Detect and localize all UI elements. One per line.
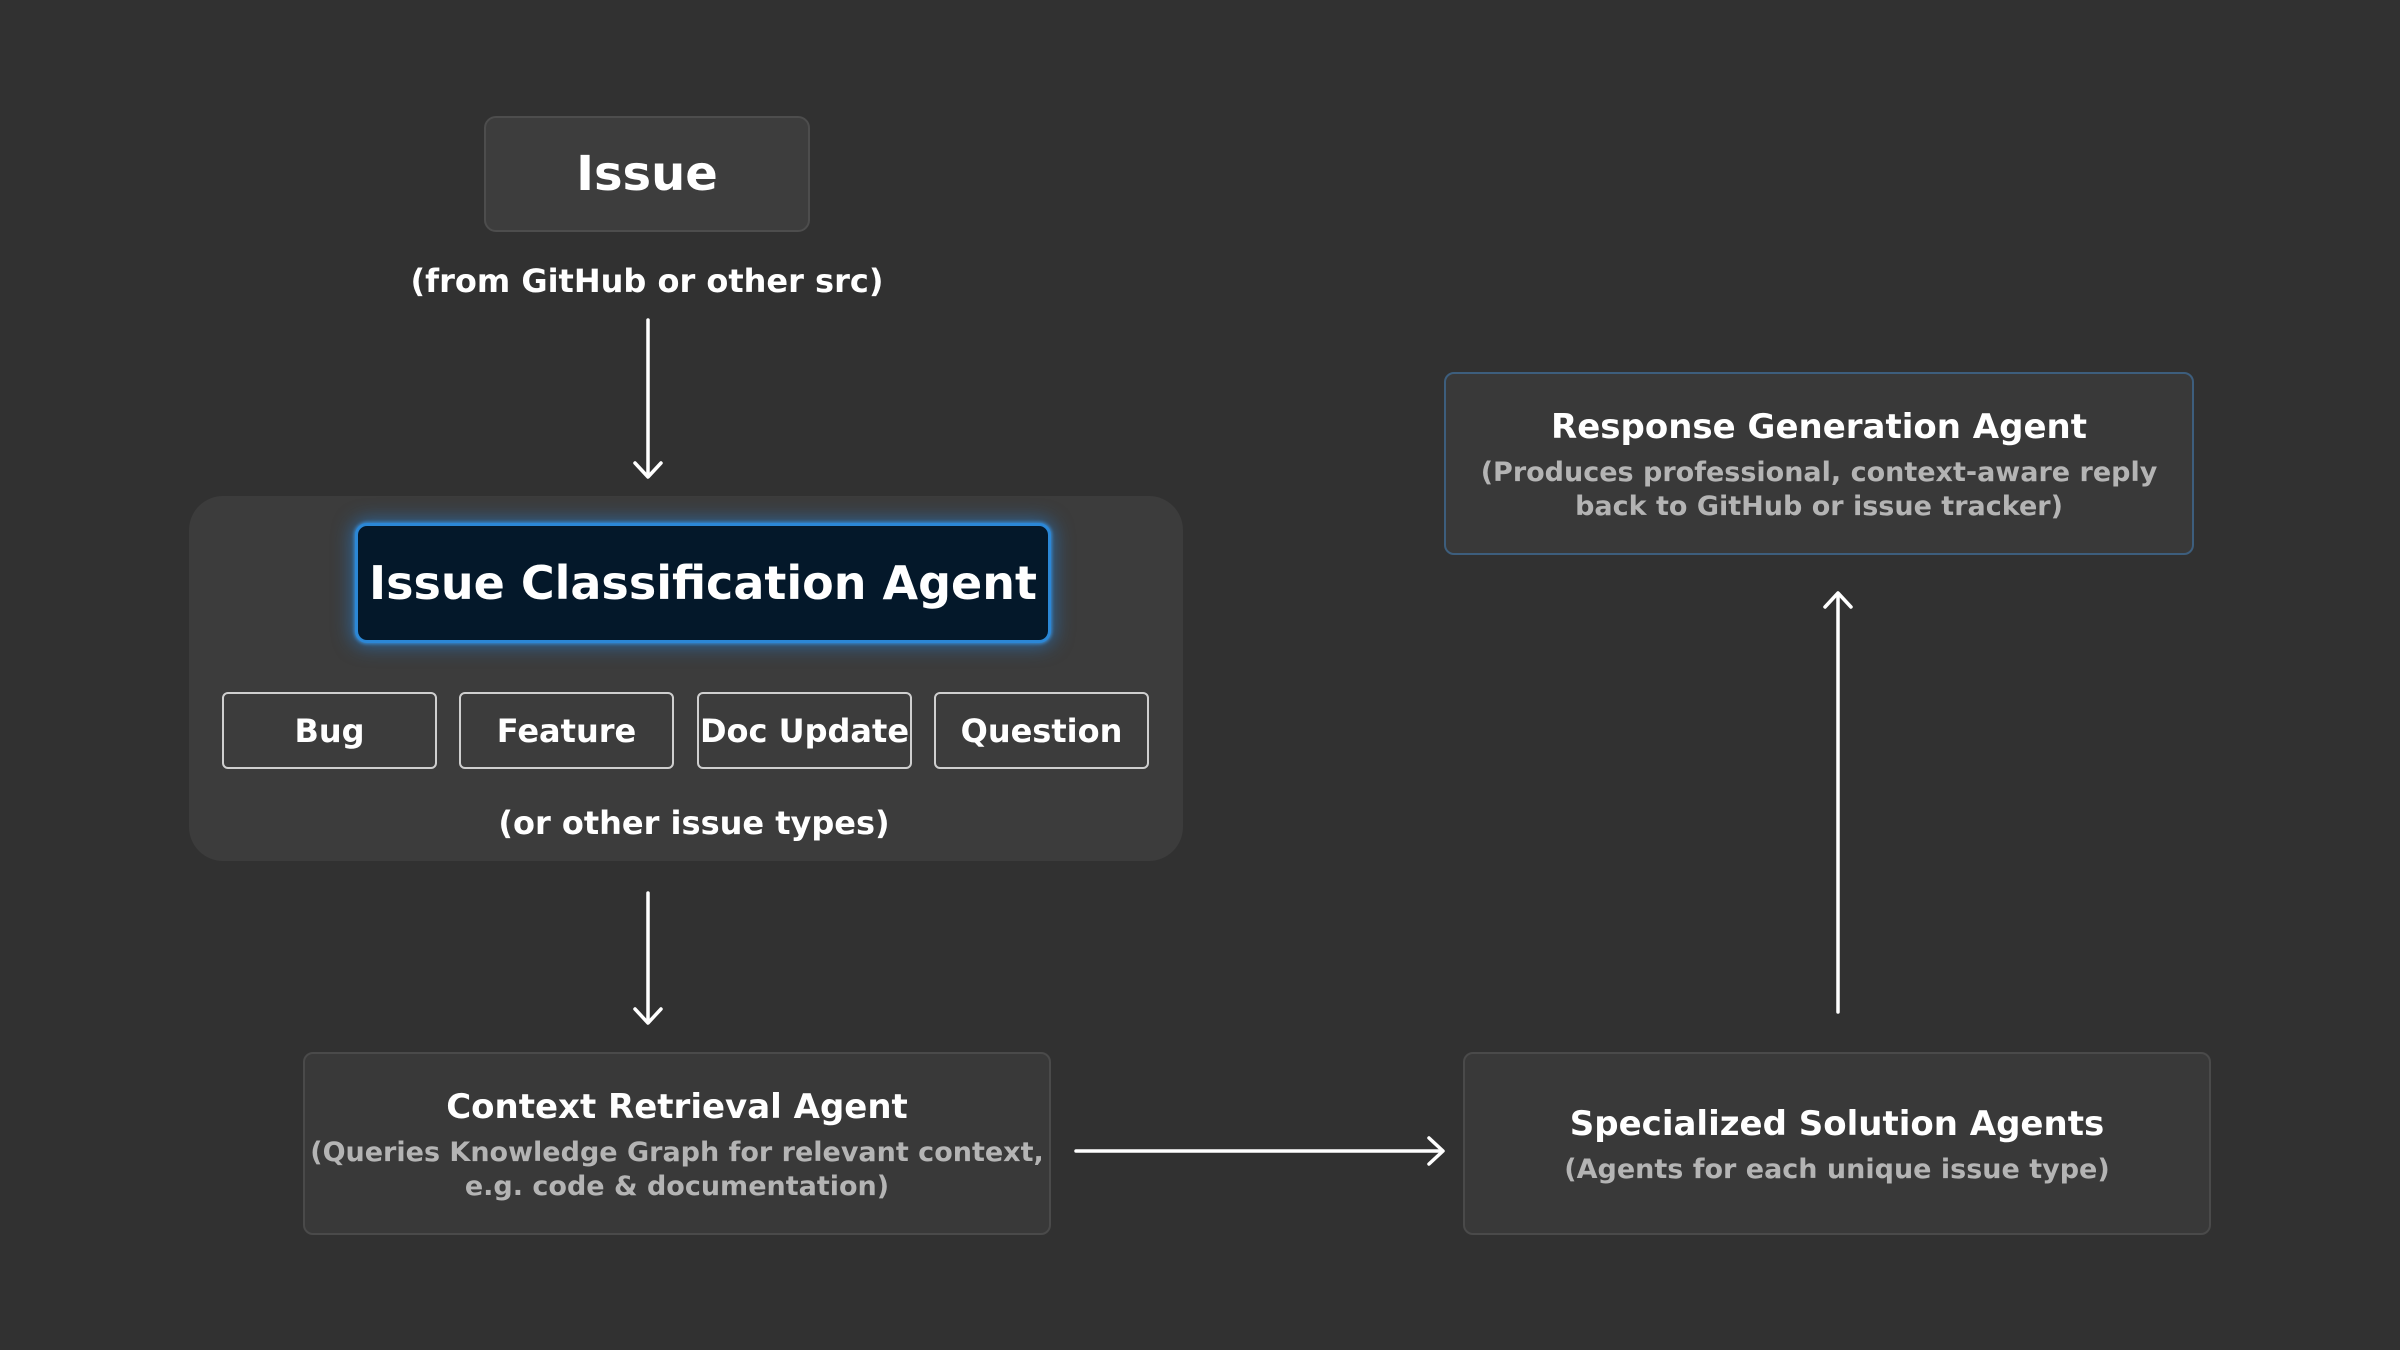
solution-agents-description: (Agents for each unique issue type) (1564, 1153, 2110, 1185)
arrow-issue-to-classification (633, 318, 663, 479)
context-agent-description: (Queries Knowledge Graph for relevant co… (310, 1136, 1044, 1202)
specialized-solution-agents-node: Specialized Solution Agents (Agents for … (1463, 1052, 2211, 1235)
issue-type-label: Question (960, 711, 1123, 750)
arrow-solutions-to-response (1823, 591, 1853, 1014)
arrow-context-to-solutions (1074, 1136, 1445, 1166)
issue-type-doc-update: Doc Update (697, 692, 912, 769)
classification-agent-title: Issue Classification Agent (369, 556, 1037, 610)
issue-type-feature: Feature (459, 692, 674, 769)
issue-type-bug: Bug (222, 692, 437, 769)
solution-agents-title: Specialized Solution Agents (1569, 1103, 2105, 1144)
response-generation-agent-node: Response Generation Agent (Produces prof… (1444, 372, 2194, 555)
arrow-classification-to-context (633, 891, 663, 1025)
issue-source-caption: (from GitHub or other src) (410, 262, 884, 300)
response-agent-description: (Produces professional, context-aware re… (1480, 456, 2158, 522)
issue-type-label: Doc Update (699, 711, 910, 750)
context-agent-title: Context Retrieval Agent (446, 1086, 908, 1127)
issue-types-caption: (or other issue types) (498, 804, 890, 842)
context-retrieval-agent-node: Context Retrieval Agent (Queries Knowled… (303, 1052, 1051, 1235)
issue-type-question: Question (934, 692, 1149, 769)
issue-title: Issue (576, 146, 718, 202)
response-agent-title: Response Generation Agent (1551, 406, 2087, 447)
issue-type-label: Feature (496, 711, 637, 750)
issue-classification-agent-node: Issue Classification Agent (355, 523, 1051, 643)
issue-type-label: Bug (294, 711, 365, 750)
issue-node: Issue (484, 116, 810, 232)
